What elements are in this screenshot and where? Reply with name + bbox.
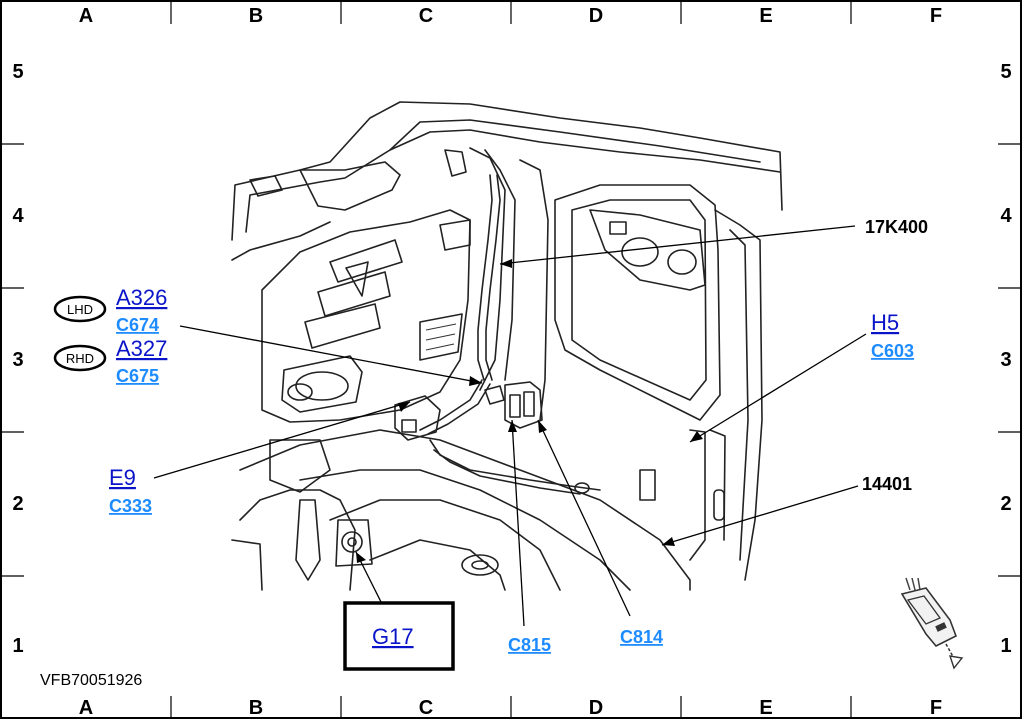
vehicle-rear-quarter-illustration <box>231 101 783 591</box>
figure-reference: VFB70051926 <box>40 672 142 689</box>
grid-row-labels-right: 5 4 3 2 1 <box>1000 61 1012 657</box>
rhd-badge-text: RHD <box>66 351 94 366</box>
lhd-badge: LHD <box>53 295 107 323</box>
link-c333[interactable]: C333 <box>109 496 152 516</box>
grid-column-labels-top: A B C D E F <box>79 5 942 27</box>
link-c814[interactable]: C814 <box>620 627 663 647</box>
grid-col-c-top: C <box>419 5 433 27</box>
link-c603[interactable]: C603 <box>871 341 914 361</box>
leader-a326 <box>179 325 483 384</box>
grid-col-f-top: F <box>930 5 942 27</box>
grid-col-c-bottom: C <box>419 697 433 719</box>
grid-row-3-left: 3 <box>12 349 23 371</box>
grid-col-e-top: E <box>759 5 772 27</box>
leader-e9 <box>153 401 411 479</box>
grid-row-4-left: 4 <box>12 205 24 227</box>
g17-box <box>343 601 455 671</box>
leader-lines <box>153 225 867 627</box>
grid-row-2-right: 2 <box>1000 493 1011 515</box>
grid-row-4-right: 4 <box>1000 205 1012 227</box>
grid-row-1-left: 1 <box>12 635 23 657</box>
grid-col-e-bottom: E <box>759 697 772 719</box>
grid-col-f-bottom: F <box>930 697 942 719</box>
grid-row-labels-left: 5 4 3 2 1 <box>12 61 24 657</box>
link-a326[interactable]: A326 <box>116 285 167 310</box>
grid-col-d-top: D <box>589 5 603 27</box>
link-h5[interactable]: H5 <box>871 310 899 335</box>
link-g17[interactable]: G17 <box>372 624 414 649</box>
grid-row-2-left: 2 <box>12 493 23 515</box>
leader-h5 <box>689 333 867 443</box>
link-c674[interactable]: C674 <box>116 315 159 335</box>
grid-column-labels-bottom: A B C D E F <box>79 697 942 719</box>
grid-col-d-bottom: D <box>589 697 603 719</box>
leader-14401 <box>661 485 859 546</box>
grid-row-5-left: 5 <box>12 61 23 83</box>
grid-row-1-right: 1 <box>1000 635 1011 657</box>
grid-col-b-top: B <box>249 5 263 27</box>
grid-row-3-right: 3 <box>1000 349 1011 371</box>
link-a327[interactable]: A327 <box>116 336 167 361</box>
part-label-14401: 14401 <box>862 474 912 494</box>
link-e9[interactable]: E9 <box>109 465 136 490</box>
grid-row-5-right: 5 <box>1000 61 1011 83</box>
leader-c814 <box>537 419 631 617</box>
grid-col-b-bottom: B <box>249 697 263 719</box>
grid-col-a-top: A <box>79 5 93 27</box>
link-c675[interactable]: C675 <box>116 366 159 386</box>
leader-17k400 <box>499 225 856 265</box>
part-label-17k400: 17K400 <box>865 217 928 237</box>
lhd-badge-text: LHD <box>67 302 93 317</box>
connector-plug-icon <box>900 577 964 670</box>
link-c815[interactable]: C815 <box>508 635 551 655</box>
leader-c815 <box>511 419 525 627</box>
grid-col-a-bottom: A <box>79 697 93 719</box>
rhd-badge: RHD <box>53 344 107 372</box>
